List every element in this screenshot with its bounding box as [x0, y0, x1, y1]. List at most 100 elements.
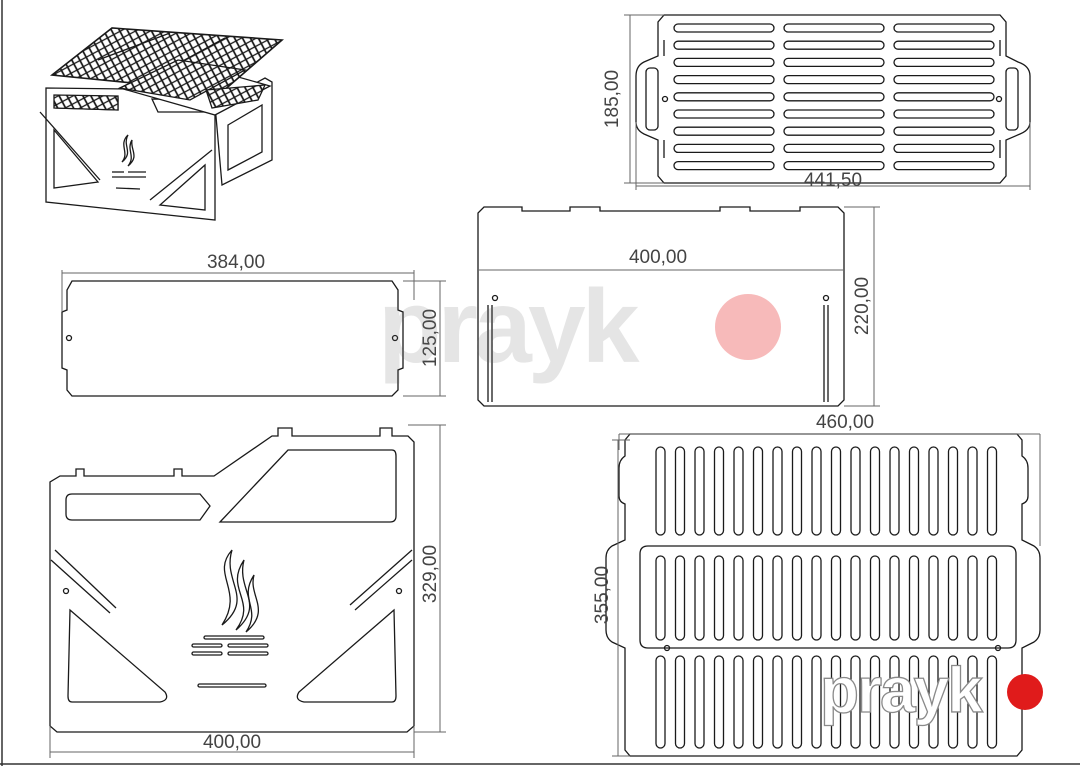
grill-slot	[791, 555, 803, 641]
grill-slot	[673, 74, 775, 85]
grill-slot	[694, 655, 705, 749]
grill-slot	[673, 109, 775, 119]
grill-slot	[811, 446, 822, 536]
grill-slot	[928, 446, 939, 536]
grill-slot	[713, 555, 725, 641]
grill-slot	[783, 160, 885, 171]
grill-slot	[889, 655, 900, 749]
grill-slot	[986, 655, 998, 749]
grill-slot	[889, 555, 900, 641]
grill-slot	[928, 555, 939, 641]
grill-slot	[673, 92, 775, 102]
grill-slot	[673, 160, 775, 171]
grill-slot	[889, 446, 900, 536]
top-grill-dimensions	[624, 14, 1031, 190]
front-panel-height-label: 329,00	[420, 545, 441, 603]
grill-slot	[673, 143, 775, 154]
flame-logo-cutout	[221, 549, 259, 633]
front-panel-width-label: 400,00	[203, 732, 261, 753]
back-panel-width-label: 400,00	[629, 247, 687, 268]
grill-slot	[673, 57, 775, 68]
grill-slot	[967, 655, 978, 749]
grill-slot	[713, 446, 725, 536]
front-panel-dimensions	[49, 424, 446, 758]
assembly-isometric-view	[39, 27, 284, 221]
grill-slot	[673, 126, 775, 136]
grill-slot	[674, 555, 686, 641]
grill-slot	[967, 555, 978, 641]
faded-center-watermark: prayk	[378, 269, 644, 385]
grill-slot	[947, 655, 959, 749]
grill-slot	[893, 23, 995, 33]
brand-watermark-dot	[1007, 674, 1043, 710]
grill-slot	[752, 555, 764, 641]
grill-slot	[869, 655, 881, 749]
grill-slot	[674, 446, 686, 536]
grill-slot	[893, 143, 995, 154]
grill-slot	[850, 446, 861, 536]
grill-slot	[893, 109, 995, 119]
grill-slot	[783, 74, 885, 85]
grill-slot	[830, 555, 842, 641]
grill-slot	[752, 655, 764, 749]
front-panel-plate	[49, 427, 415, 733]
grill-slot	[893, 160, 995, 171]
bottom-grill-height-label: 355,00	[592, 566, 613, 624]
back-panel-height-label: 220,00	[852, 277, 873, 335]
faded-watermark-dot	[715, 294, 781, 360]
grill-slot	[830, 655, 842, 749]
grill-slot	[733, 555, 744, 641]
grill-slot	[713, 655, 725, 749]
side-panel-dimensions	[61, 270, 446, 397]
grill-slot	[947, 446, 959, 536]
grill-slot	[791, 655, 803, 749]
grill-slot	[893, 92, 995, 102]
grill-slot	[893, 40, 995, 50]
grill-slot	[850, 555, 861, 641]
bottom-grill-dimensions	[612, 433, 1041, 757]
grill-slot	[694, 555, 705, 641]
grill-slot	[908, 655, 920, 749]
grill-slot	[783, 57, 885, 68]
grill-slot	[783, 40, 885, 50]
grill-slot	[830, 446, 842, 536]
grill-slot	[673, 23, 775, 33]
grill-slot	[811, 555, 822, 641]
top-grill-plate	[635, 14, 1031, 184]
top-grill-height-label: 185,00	[602, 70, 623, 128]
grill-slot	[947, 555, 959, 641]
grill-slot	[655, 446, 666, 536]
grill-slot	[850, 655, 861, 749]
faded-watermark-text: prayk	[378, 269, 640, 385]
grill-slot	[791, 446, 803, 536]
grill-slot	[772, 655, 783, 749]
grill-slot	[674, 655, 686, 749]
back-panel-dimensions	[478, 206, 880, 407]
grill-slot	[783, 23, 885, 33]
grill-slot	[893, 126, 995, 136]
grill-slot	[772, 446, 783, 536]
grill-slot	[694, 446, 705, 536]
grill-slot	[783, 143, 885, 154]
grill-slot	[811, 655, 822, 749]
grill-slot	[655, 555, 666, 641]
grill-slot	[733, 655, 744, 749]
side-panel-width-label: 384,00	[207, 252, 265, 273]
grill-slot	[772, 555, 783, 641]
grill-slot	[986, 555, 998, 641]
grill-slot	[869, 446, 881, 536]
grill-slot	[783, 109, 885, 119]
grill-slot	[733, 446, 744, 536]
bottom-grill-width-label: 460,00	[816, 412, 874, 433]
side-panel-height-label: 125,00	[420, 309, 441, 367]
grill-slot	[752, 446, 764, 536]
brand-watermark-bottom-right: prayk	[819, 653, 1043, 727]
bottom-grill-plate	[605, 433, 1041, 757]
brand-watermark-text: prayk	[820, 654, 983, 726]
top-grill-width-label: 441,50	[804, 170, 862, 191]
side-panel-plate	[61, 280, 404, 397]
grill-slot	[893, 74, 995, 85]
grill-slot	[783, 126, 885, 136]
grill-slot	[869, 555, 881, 641]
